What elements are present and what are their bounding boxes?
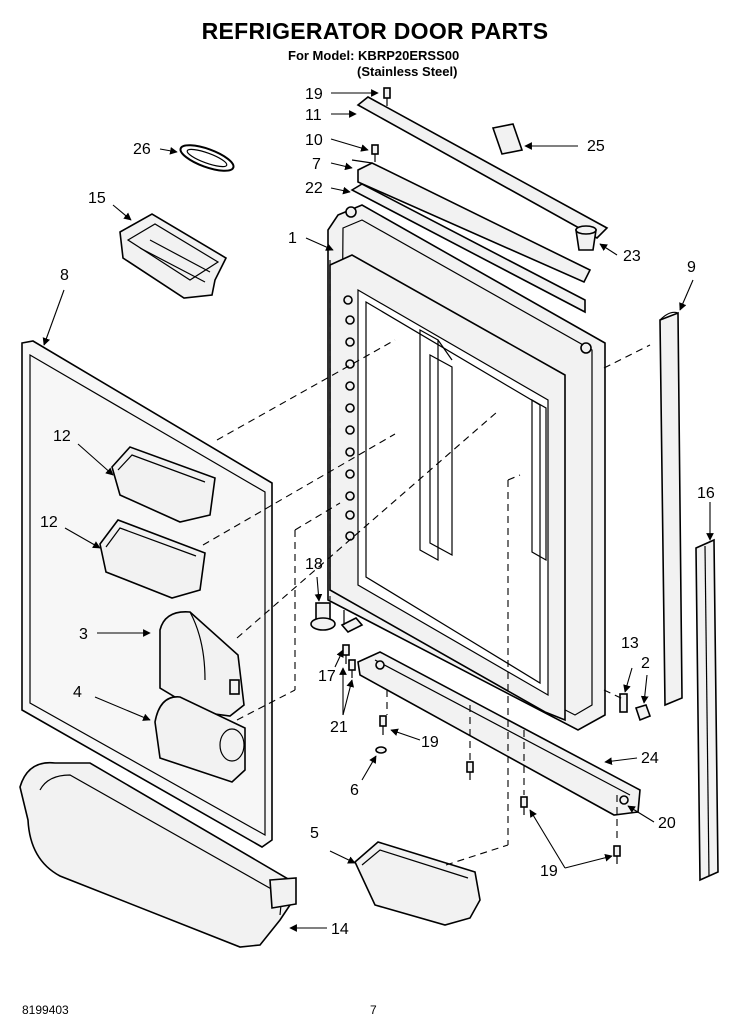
callout-3: 3	[79, 626, 88, 643]
door-dispenser	[159, 611, 245, 717]
callout-23: 23	[623, 248, 641, 265]
bin-gasket	[179, 144, 235, 172]
callout-12-upper: 12	[53, 428, 71, 445]
washer	[375, 746, 387, 754]
screw-hinge	[371, 144, 379, 162]
callout-25: 25	[587, 138, 605, 155]
callout-14: 14	[331, 921, 349, 938]
bottom-screws	[379, 715, 621, 864]
callout-19-top: 19	[305, 86, 323, 103]
door-shelf-bottom	[19, 761, 297, 948]
callout-labels: 19 11 10 7 22 1 25 23 9 16 26 15 8 12 12…	[40, 86, 715, 938]
bottom-hinge-bracket	[340, 610, 364, 633]
door-label-sticker	[491, 123, 524, 155]
hinge-screws	[342, 644, 356, 678]
screw-top	[383, 87, 391, 106]
callout-12-lower: 12	[40, 514, 58, 531]
shelf-studs	[343, 295, 355, 541]
page-number: 7	[370, 1003, 377, 1017]
callout-6: 6	[350, 782, 359, 799]
callout-24: 24	[641, 750, 659, 767]
small-door-bin	[354, 841, 481, 926]
callout-21: 21	[330, 719, 348, 736]
callout-2: 2	[641, 655, 650, 672]
butter-compartment	[119, 213, 228, 299]
dairy-bin	[154, 696, 246, 783]
hinge-pin	[619, 693, 628, 713]
callout-4: 4	[73, 684, 82, 701]
callout-7: 7	[312, 156, 321, 173]
leader-lines	[42, 89, 714, 932]
callout-1: 1	[288, 230, 297, 247]
model-number: For Model: KBRP20ERSS00	[288, 48, 460, 63]
callout-19-bottom: 19	[540, 863, 558, 880]
page-title: REFRIGERATOR DOOR PARTS	[201, 18, 549, 44]
door-top-cap	[356, 96, 609, 239]
callout-8: 8	[60, 267, 69, 284]
callout-19-middle: 19	[421, 734, 439, 751]
callout-22: 22	[305, 180, 323, 197]
callout-16: 16	[697, 485, 715, 502]
document-number: 8199403	[22, 1003, 69, 1017]
callout-20: 20	[658, 815, 676, 832]
callout-5: 5	[310, 825, 319, 842]
top-trim	[350, 183, 586, 314]
side-trim-strip	[695, 538, 719, 882]
alignment-lines	[202, 260, 651, 866]
callout-10: 10	[305, 132, 323, 149]
callout-9: 9	[687, 259, 696, 276]
door-stop-screw	[634, 704, 652, 722]
hinge-bushing	[310, 602, 336, 631]
callout-11: 11	[305, 107, 322, 124]
door-bin-upper	[111, 446, 216, 523]
door-stop-cap	[575, 225, 597, 251]
finish-note: (Stainless Steel)	[357, 64, 458, 79]
callout-15: 15	[88, 190, 106, 207]
callout-13: 13	[621, 635, 639, 652]
callout-26: 26	[133, 141, 151, 158]
door-bin-lower	[99, 519, 206, 599]
door-assembly	[327, 204, 606, 731]
callout-17: 17	[318, 668, 336, 685]
callout-18: 18	[305, 556, 323, 573]
top-hinge	[351, 159, 592, 284]
door-handle	[659, 311, 683, 707]
